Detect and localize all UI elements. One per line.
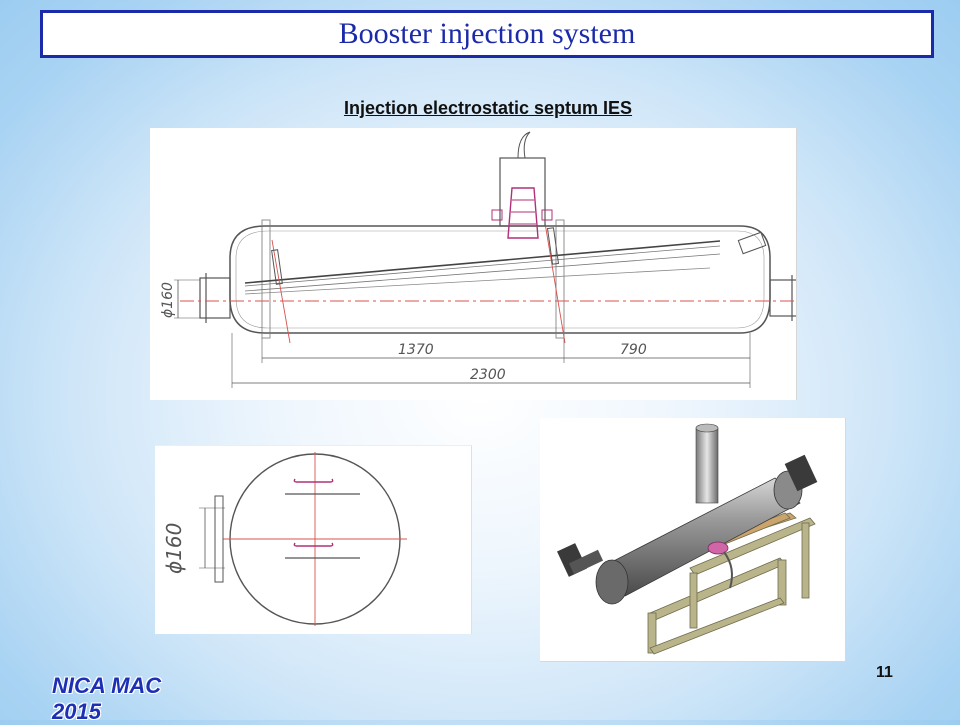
end-diameter-label: ϕ160 (162, 523, 186, 574)
dim-total-length: 2300 (470, 367, 506, 383)
slide-title: Booster injection system (338, 17, 636, 50)
end-view-drawing: ϕ160 (155, 445, 472, 634)
3d-render (540, 418, 846, 662)
page-number: 11 (876, 664, 893, 681)
slide-subtitle: Injection electrostatic septum IES (343, 98, 633, 118)
side-view-drawing: ϕ160 1370 790 2300 (150, 128, 797, 400)
feedthrough-stand (499, 157, 546, 227)
footer-label: NICA MAC 2015 (52, 673, 162, 724)
support-frame (647, 512, 816, 655)
right-flange (769, 279, 796, 317)
dim-length-b: 790 (620, 342, 647, 358)
title-box: Booster injection system (40, 10, 934, 58)
side-diameter-label: ϕ160 (160, 282, 176, 318)
top-port (695, 427, 719, 504)
left-flange (199, 277, 231, 319)
dim-length-a: 1370 (398, 342, 434, 358)
hv-feedthrough-3d (707, 541, 729, 555)
hv-feedthrough (507, 187, 539, 239)
vessel-outline (229, 225, 771, 334)
